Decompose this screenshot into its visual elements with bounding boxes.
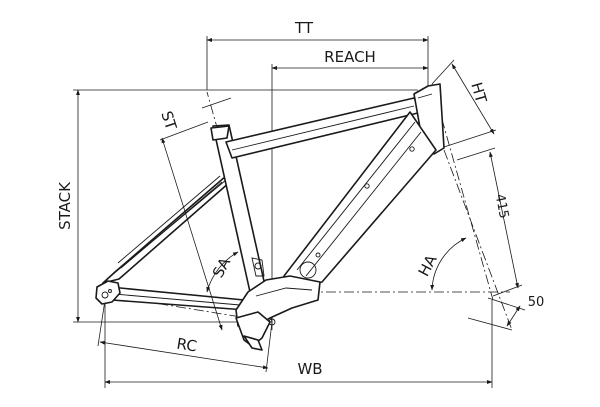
label-ht: HT (467, 80, 490, 105)
bike-frame (95, 83, 445, 351)
label-wb: WB (297, 360, 322, 378)
label-fork-length: 415 (492, 193, 511, 220)
label-tt: TT (294, 19, 314, 37)
label-stack: STACK (56, 181, 74, 230)
label-st: ST (157, 109, 180, 133)
extension-lines (73, 36, 526, 388)
label-rc: RC (175, 335, 198, 356)
label-reach: REACH (324, 48, 376, 66)
label-ha: HA (415, 251, 441, 279)
dimension-labels: TT REACH STACK ST HT SA HA 415 50 RC WB (56, 19, 544, 378)
label-offset: 50 (528, 295, 545, 310)
dimension-lines (76, 38, 521, 384)
